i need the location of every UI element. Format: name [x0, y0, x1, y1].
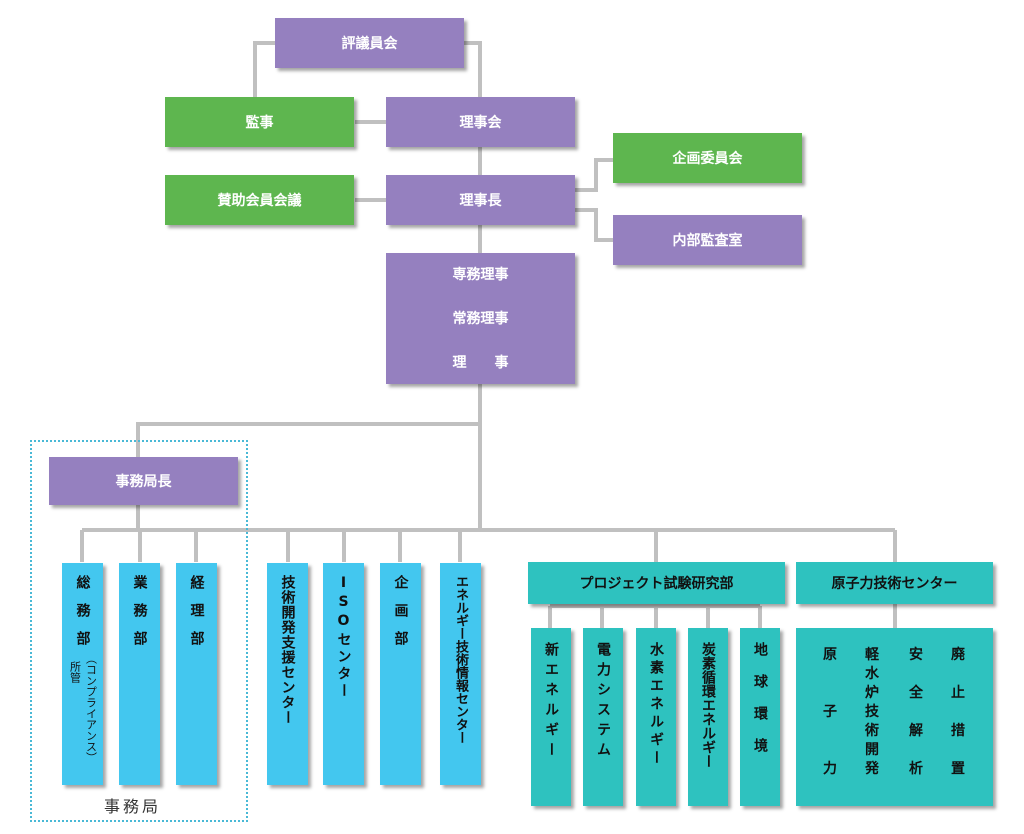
nuc-col2-char: 開 — [865, 742, 879, 758]
soumubu-label: 総務部 — [74, 575, 91, 659]
riji-label: 理 事 — [452, 354, 509, 371]
nuc-col2-char: 術 — [865, 723, 879, 739]
jomu-riji-label: 常務理事 — [452, 310, 509, 327]
kanji-box: 監事 — [165, 97, 354, 147]
hyogiinkai-label: 評議員会 — [341, 36, 398, 52]
secretariat-group-border — [30, 440, 248, 822]
kanji-label: 監事 — [245, 115, 274, 131]
compliance-note: （コンプライアンス） — [84, 653, 98, 763]
nuc-col2-char: 炉 — [865, 685, 879, 701]
kikaku-iinkai-label: 企画委員会 — [672, 151, 743, 167]
global-environment-label: 地球環境 — [752, 642, 768, 770]
new-energy-box: 新エネルギー — [531, 628, 571, 806]
carbon-cycle-energy-label: 炭素循環エネルギー — [700, 642, 716, 768]
gyoumubu-label: 業務部 — [131, 575, 148, 659]
nuc-col4-char: 廃 — [951, 647, 965, 663]
nuc-col4-char: 置 — [951, 761, 965, 777]
nuclear-col-haishi: 廃 止 措 置 — [948, 646, 968, 779]
global-environment-box: 地球環境 — [740, 628, 780, 806]
jimukyokucho-label: 事務局長 — [115, 474, 172, 490]
gijutsu-kaihatsu-center-label: 技術開発支援センター — [279, 575, 296, 725]
nuc-col1-char: 子 — [823, 704, 837, 720]
jimukyoku-group-label: 事務局 — [104, 797, 162, 816]
senmu-riji-label: 専務理事 — [452, 266, 509, 283]
nuc-col2-char: 技 — [865, 704, 879, 720]
nuclear-col-anzen: 安 全 解 析 — [906, 646, 926, 779]
sanjo-kaigi-label: 賛助会員会議 — [217, 193, 302, 209]
project-research-head-box: プロジェクト試験研究部 — [528, 562, 785, 604]
nuc-col2-char: 発 — [865, 761, 879, 777]
hydrogen-energy-label: 水素エネルギー — [648, 642, 664, 768]
power-system-box: 電力システム — [583, 628, 623, 806]
project-research-head-label: プロジェクト試験研究部 — [579, 576, 734, 592]
nuc-col3-char: 全 — [909, 685, 923, 701]
nuclear-col-genshiryoku: 原 子 力 — [820, 646, 840, 779]
nuc-col3-char: 安 — [909, 647, 923, 663]
nuc-col1-char: 力 — [823, 761, 837, 777]
rijikai-label: 理事会 — [459, 115, 502, 131]
keiribu-box: 経理部 — [176, 563, 217, 785]
kikaku-iinkai-box: 企画委員会 — [613, 133, 802, 183]
nuclear-col-keisuiro: 軽 水 炉 技 術 開 発 — [862, 646, 882, 779]
nuc-col4-char: 措 — [951, 723, 965, 739]
jimukyokucho-box: 事務局長 — [49, 457, 238, 505]
nuc-col2-char: 軽 — [865, 647, 879, 663]
kikakubu-box: 企画部 — [380, 563, 421, 785]
iso-center-box: ISOセンター — [323, 563, 364, 785]
nuc-col2-char: 水 — [865, 666, 879, 682]
nuc-col1-char: 原 — [823, 647, 837, 663]
executives-box: 専務理事 常務理事 理 事 — [386, 253, 575, 384]
sanjo-kaigi-box: 賛助会員会議 — [165, 175, 354, 225]
gijutsu-kaihatsu-center-box: 技術開発支援センター — [267, 563, 308, 785]
carbon-cycle-energy-box: 炭素循環エネルギー — [688, 628, 728, 806]
rijicho-box: 理事長 — [386, 175, 575, 225]
nuc-col3-char: 析 — [909, 761, 923, 777]
shokan-note: 所管 — [68, 661, 82, 683]
gyoumubu-box: 業務部 — [119, 563, 160, 785]
naibu-kansa-box: 内部監査室 — [613, 215, 802, 265]
new-energy-label: 新エネルギー — [543, 642, 559, 762]
kikakubu-label: 企画部 — [392, 575, 409, 659]
power-system-label: 電力システム — [595, 642, 611, 762]
nuclear-center-head-label: 原子力技術センター — [831, 576, 958, 592]
energy-info-center-box: エネルギー技術情報センター — [440, 563, 481, 785]
nuclear-center-head-box: 原子力技術センター — [796, 562, 993, 604]
iso-center-label: ISOセンター — [335, 575, 352, 700]
nuc-col4-char: 止 — [951, 685, 965, 701]
hyogiinkai-box: 評議員会 — [275, 18, 464, 68]
rijikai-box: 理事会 — [386, 97, 575, 147]
rijicho-label: 理事長 — [459, 193, 502, 209]
energy-info-center-label: エネルギー技術情報センター — [453, 575, 468, 744]
soumubu-box: 総務部 （コンプライアンス） 所管 — [62, 563, 103, 785]
nuclear-divisions-box: 原 子 力 軽 水 炉 技 術 開 発 安 全 解 析 廃 止 措 置 — [796, 628, 993, 806]
hydrogen-energy-box: 水素エネルギー — [636, 628, 676, 806]
naibu-kansa-label: 内部監査室 — [672, 233, 743, 249]
nuc-col3-char: 解 — [909, 723, 923, 739]
keiribu-label: 経理部 — [188, 575, 205, 659]
